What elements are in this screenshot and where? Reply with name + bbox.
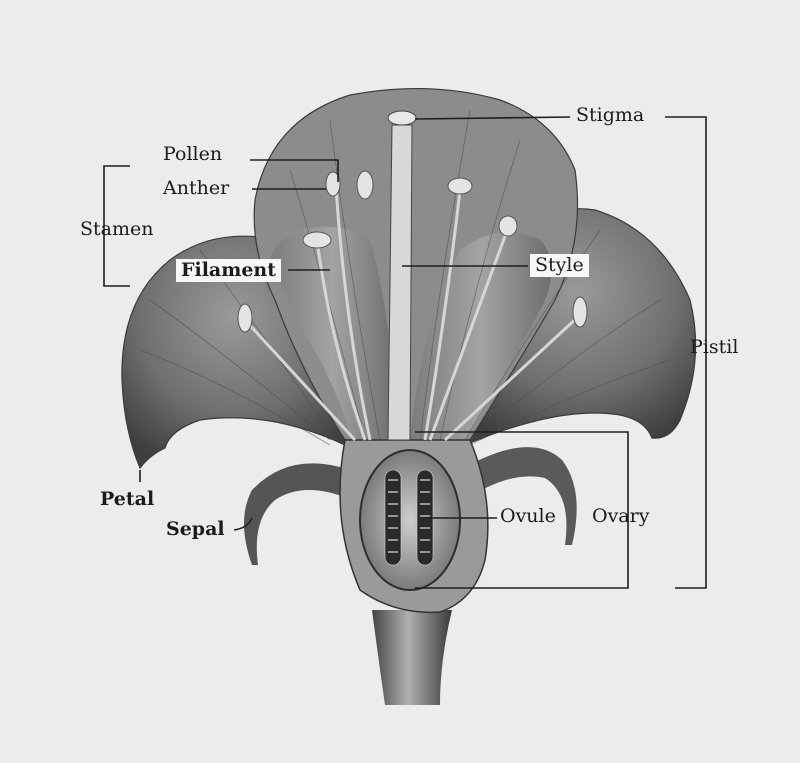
leader-lines — [103, 116, 707, 589]
sepal-right — [460, 447, 577, 545]
label-filament: Filament — [176, 259, 282, 282]
label-sepal: Sepal — [166, 518, 225, 540]
label-stamen: Stamen — [80, 218, 154, 240]
label-stigma: Stigma — [576, 104, 645, 126]
label-ovary: Ovary — [592, 505, 650, 527]
ovary-cavity — [359, 449, 461, 591]
label-pollen: Pollen — [163, 143, 223, 165]
stigma — [387, 110, 417, 126]
ovules — [384, 469, 434, 566]
label-pistil: Pistil — [690, 336, 739, 358]
stem — [372, 610, 452, 705]
label-petal: Petal — [100, 488, 155, 510]
petal-front-left — [270, 226, 395, 450]
sepal-left — [244, 463, 352, 565]
label-ovule: Ovule — [500, 505, 556, 527]
label-style: Style — [530, 254, 589, 277]
style — [387, 124, 413, 441]
label-anther: Anther — [163, 177, 230, 199]
